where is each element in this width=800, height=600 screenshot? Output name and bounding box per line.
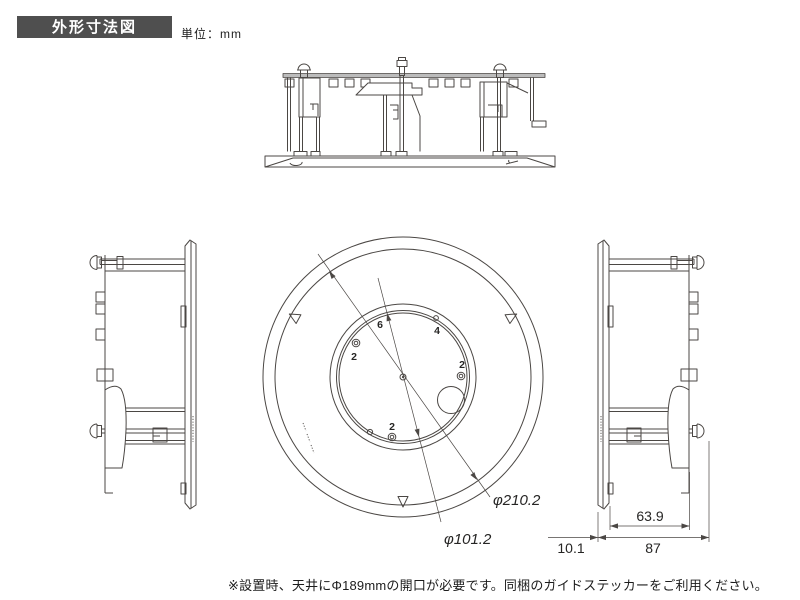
front-mark-4: 4 bbox=[434, 325, 440, 337]
installation-note: ※設置時、天井にΦ189mmの開口が必要です。同梱のガイドステッカーをご利用くだ… bbox=[228, 578, 768, 593]
unit-label: 単位：mm bbox=[181, 27, 242, 41]
index-mark-triangle bbox=[504, 313, 518, 324]
body-depth-dimension: 63.9 bbox=[636, 508, 663, 524]
front-view-drawing: 6 4 2 2 2 φ210.2 φ101.2 bbox=[262, 236, 544, 548]
outer-diameter-label: φ210.2 bbox=[493, 492, 541, 509]
top-view-drawing bbox=[264, 57, 556, 168]
left-side-view-drawing bbox=[89, 239, 197, 510]
index-mark-triangle bbox=[397, 496, 409, 508]
total-depth-dimension: 87 bbox=[645, 540, 661, 556]
front-mark-2-right: 2 bbox=[459, 359, 465, 371]
right-side-view-drawing bbox=[597, 239, 705, 510]
inner-diameter-label: φ101.2 bbox=[444, 531, 492, 548]
page-title: 外形寸法図 bbox=[51, 18, 137, 36]
front-mark-2-left: 2 bbox=[351, 351, 357, 363]
front-mark-6: 6 bbox=[377, 319, 383, 331]
title-bar: 外形寸法図 bbox=[17, 16, 172, 38]
flange-depth-dimension: 10.1 bbox=[557, 540, 584, 556]
dimension-annotations: 63.9 87 10.1 bbox=[548, 441, 710, 556]
front-mark-2-bottom: 2 bbox=[389, 421, 395, 433]
index-mark-triangle bbox=[288, 313, 302, 324]
